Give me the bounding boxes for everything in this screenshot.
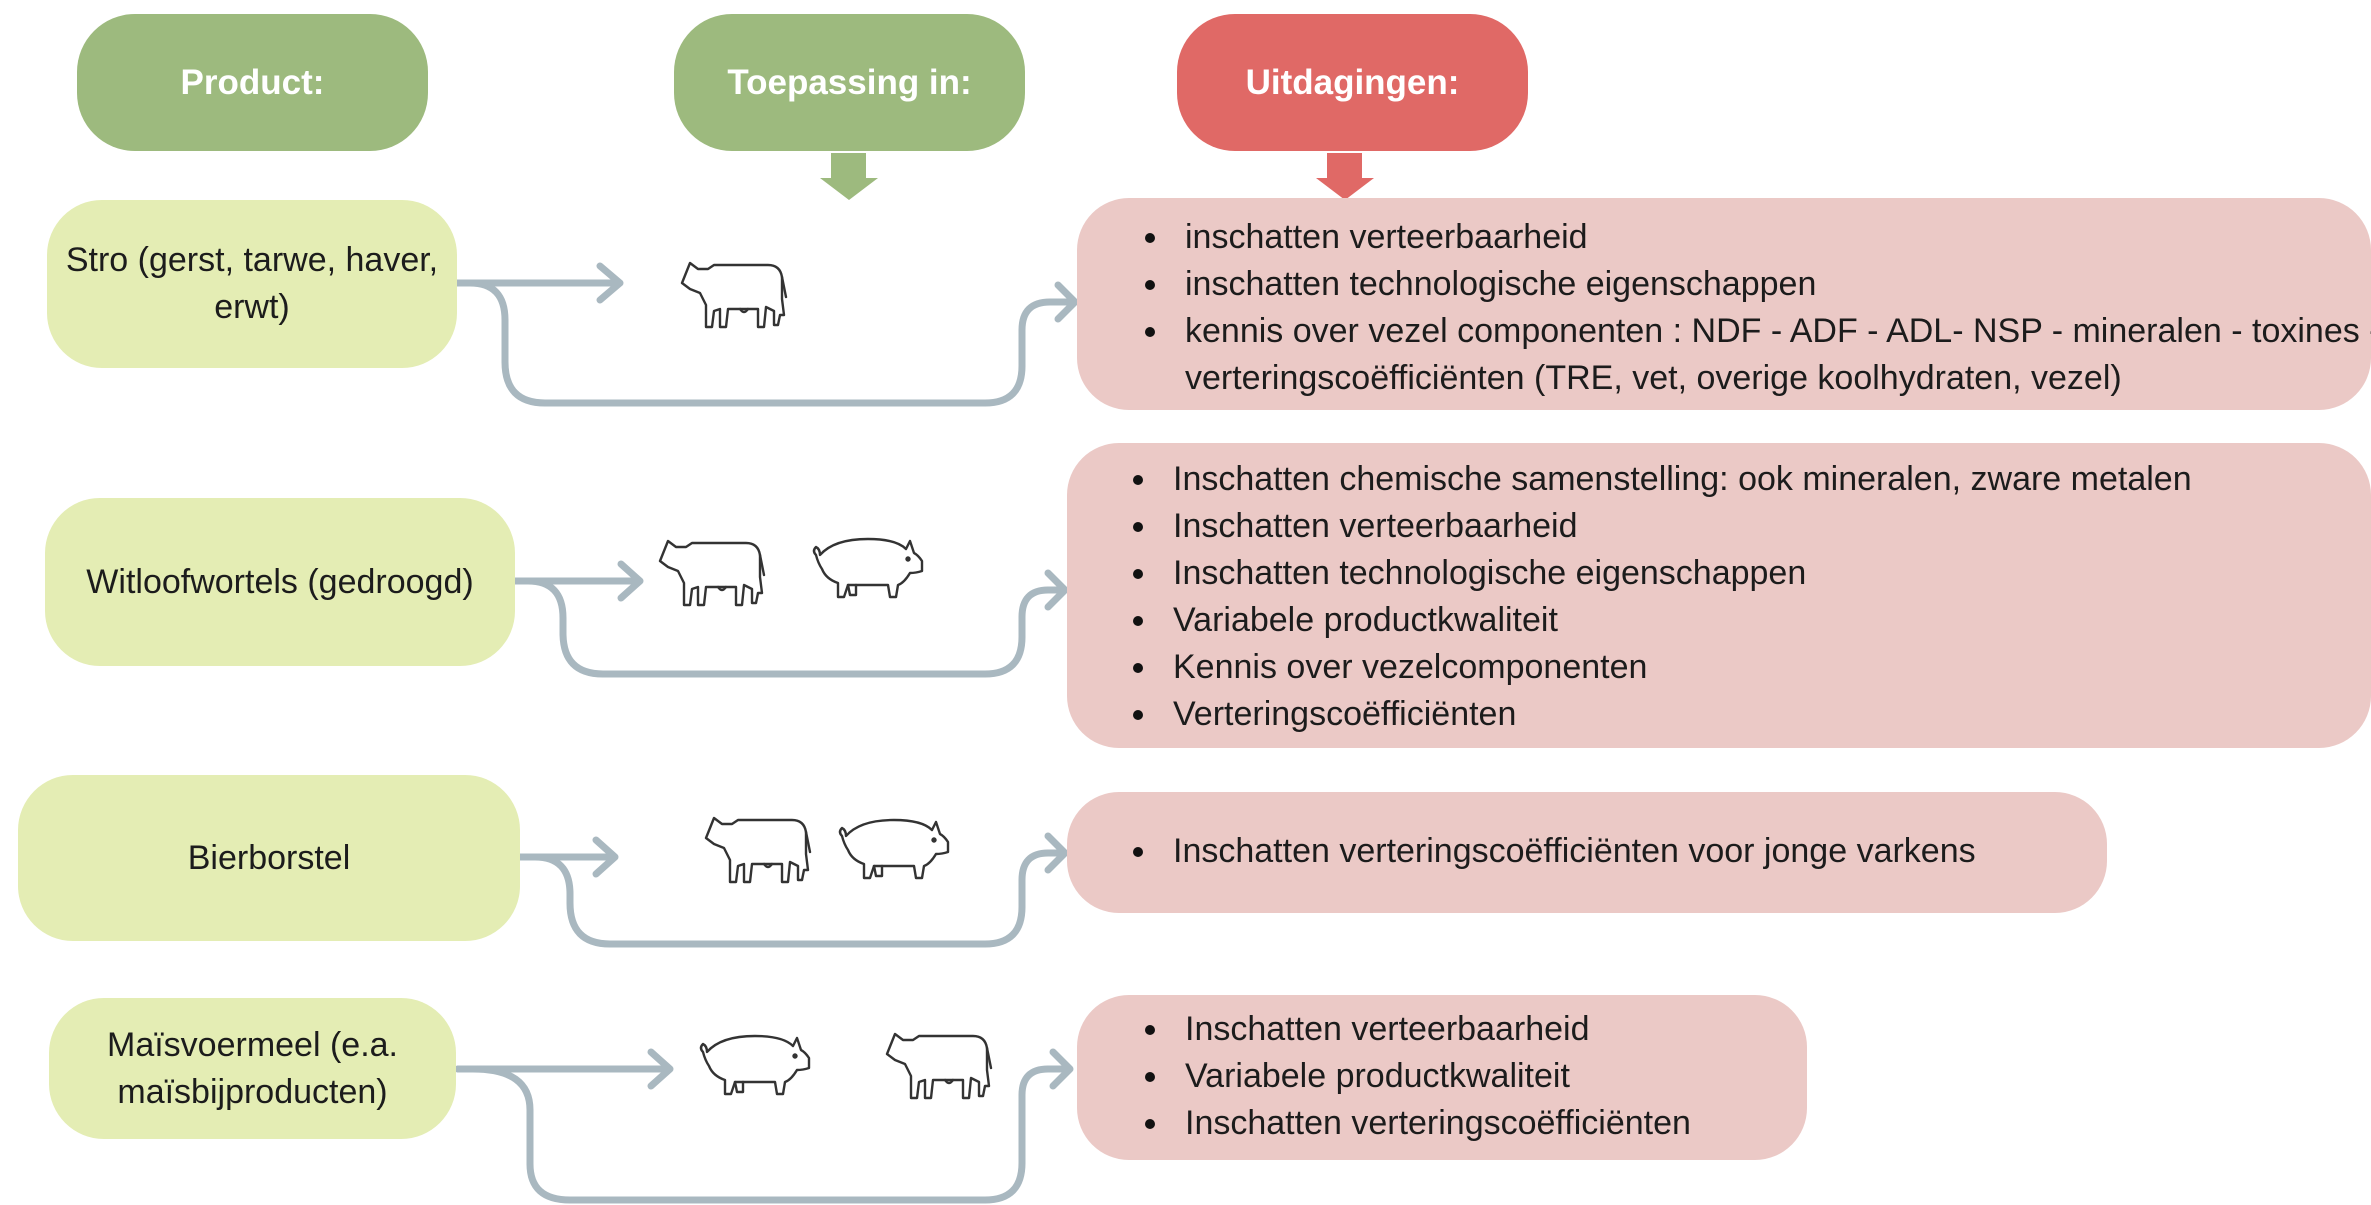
row2-arrow-to-challenges <box>509 569 1069 678</box>
challenge-box-maisvoermeel: Inschatten verteerbaarheid Variabele pro… <box>1077 995 1807 1160</box>
product-label-line: maïsbijproducten) <box>117 1072 388 1111</box>
cow-icon <box>883 1026 995 1106</box>
cow-icon <box>678 255 790 335</box>
challenge-item: inschatten technologische eigenschappen <box>1145 261 2371 308</box>
challenge-item: Inschatten chemische samenstelling: ook … <box>1133 456 2371 503</box>
challenge-list: inschatten verteerbaarheid inschatten te… <box>1145 214 2371 402</box>
product-box-witloofwortels: Witloofwortels (gedroogd) <box>45 498 515 666</box>
challenge-item: Inschatten verteringscoëfficiënten voor … <box>1133 828 2107 875</box>
challenge-item: Variabele productkwaliteit <box>1133 597 2371 644</box>
product-label-line: Maïsvoermeel (e.a. <box>107 1025 398 1064</box>
pig-icon <box>834 814 952 884</box>
challenge-item-continuation: verteringscoëfficiënten (TRE, vet, overi… <box>1185 359 2122 397</box>
header-application: Toepassing in: <box>674 14 1025 151</box>
product-box-stro: Stro (gerst, tarwe, haver, erwt) <box>47 200 457 368</box>
row1-arrow-to-challenges <box>451 279 1079 407</box>
challenge-box-bierborstel: Inschatten verteringscoëfficiënten voor … <box>1067 792 2107 913</box>
header-product-label: Product: <box>180 62 325 102</box>
challenge-list: Inschatten verteringscoëfficiënten voor … <box>1133 828 2107 875</box>
pig-icon <box>695 1030 813 1100</box>
row3-arrow-to-challenges <box>516 832 1069 948</box>
challenge-item: Inschatten technologische eigenschappen <box>1133 550 2371 597</box>
challenges-down-arrow <box>1316 153 1374 200</box>
challenge-item: Inschatten verteerbaarheid <box>1145 1006 1807 1053</box>
header-application-label: Toepassing in: <box>727 62 972 102</box>
header-challenges-label: Uitdagingen: <box>1245 62 1460 102</box>
header-product: Product: <box>77 14 428 151</box>
cow-icon <box>656 533 768 613</box>
challenge-box-witloofwortels: Inschatten chemische samenstelling: ook … <box>1067 443 2371 748</box>
challenge-item: Inschatten verteringscoëfficiënten <box>1145 1100 1807 1147</box>
challenge-item: Kennis over vezelcomponenten <box>1133 644 2371 691</box>
cow-icon <box>702 810 814 890</box>
challenge-item: inschatten verteerbaarheid <box>1145 214 2371 261</box>
challenge-item: Variabele productkwaliteit <box>1145 1053 1807 1100</box>
header-challenges: Uitdagingen: <box>1177 14 1528 151</box>
product-label-line: Bierborstel <box>187 838 351 877</box>
product-box-maisvoermeel: Maïsvoermeel (e.a. maïsbijproducten) <box>49 998 456 1139</box>
product-box-bierborstel: Bierborstel <box>18 775 520 941</box>
challenge-item: kennis over vezel componenten : NDF - AD… <box>1145 308 2371 355</box>
challenge-box-stro: inschatten verteerbaarheid inschatten te… <box>1077 198 2371 410</box>
challenge-list: Inschatten chemische samenstelling: ook … <box>1133 456 2371 738</box>
challenge-list: Inschatten verteerbaarheid Variabele pro… <box>1145 1006 1807 1147</box>
product-label-line: Witloofwortels (gedroogd) <box>86 562 474 601</box>
row4-arrow-to-challenges <box>454 1048 1074 1204</box>
pig-icon <box>808 533 926 603</box>
challenge-item: Verteringscoëfficiënten <box>1133 691 2371 738</box>
challenge-item: Inschatten verteerbaarheid <box>1133 503 2371 550</box>
product-label-line: erwt) <box>214 288 290 326</box>
product-label-line: Stro (gerst, tarwe, haver, <box>65 241 439 279</box>
application-down-arrow <box>820 153 878 200</box>
